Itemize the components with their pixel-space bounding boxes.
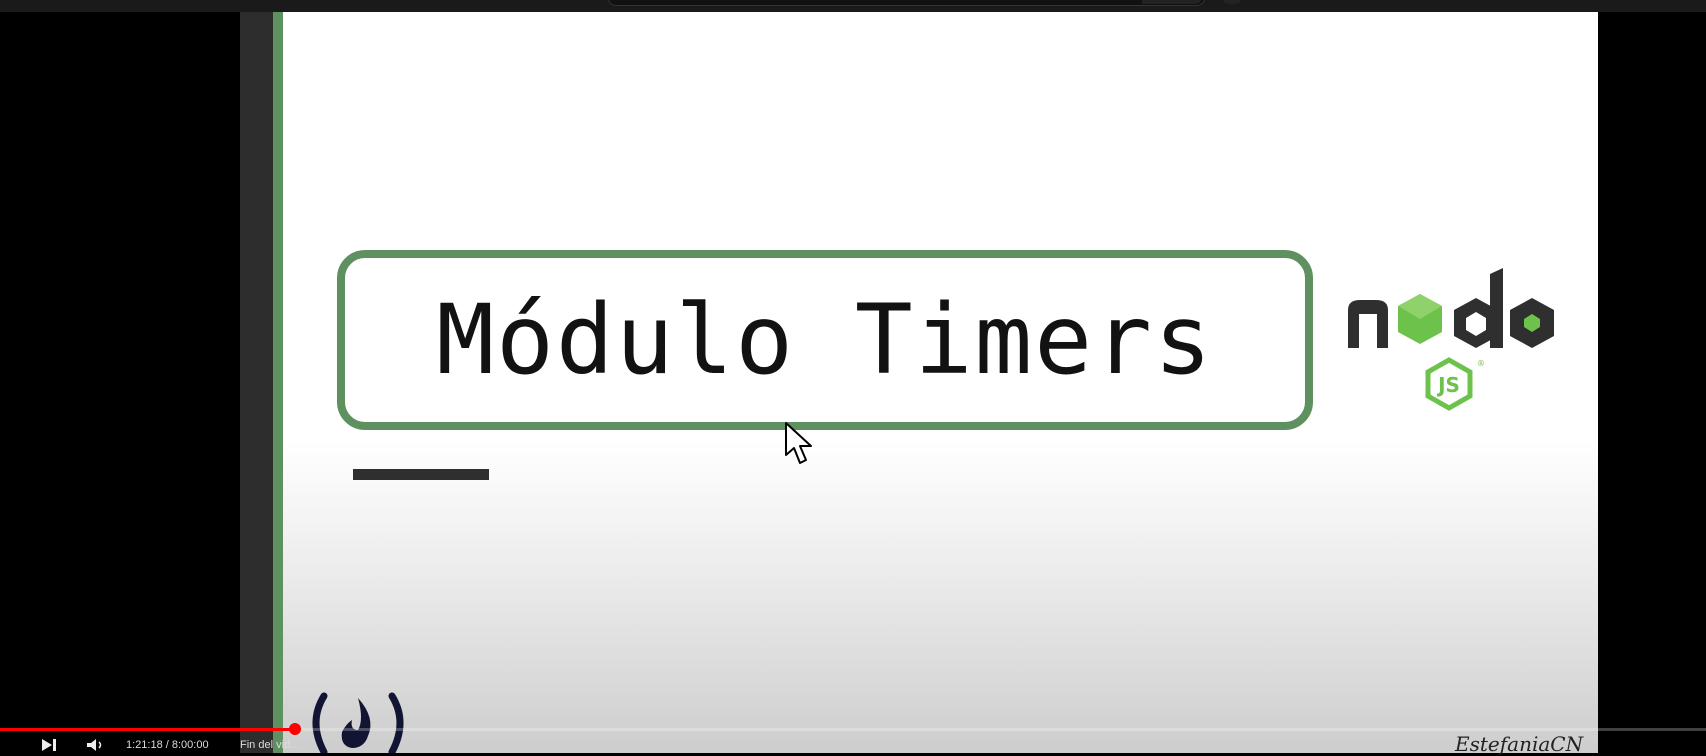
mouse-pointer-icon	[785, 422, 812, 464]
node-js-logo: JS ®	[1348, 268, 1554, 411]
search-button[interactable]	[1142, 0, 1202, 4]
freecodecamp-flame-icon	[312, 692, 404, 753]
time-display: 1:21:18 / 8:00:00	[126, 738, 209, 751]
svg-text:®: ®	[1477, 359, 1485, 368]
volume-icon[interactable]	[86, 736, 106, 753]
node-js-logo-js-text: JS	[1436, 373, 1460, 397]
slide-title: Módulo Timers	[436, 284, 1214, 396]
progress-bar[interactable]	[0, 723, 1706, 735]
title-underline-bar	[353, 469, 489, 480]
browser-top-strip	[0, 0, 1706, 12]
progress-scrubber-handle[interactable]	[289, 723, 302, 735]
chapter-label[interactable]: Fin del vid...	[240, 738, 300, 751]
signature: EstefaniaCN	[1455, 732, 1584, 756]
video-player[interactable]: Módulo Timers JS ®	[240, 12, 1598, 753]
slide-left-dark-band	[240, 12, 273, 753]
player-controls: 1:21:18 / 8:00:00 Fin del vid...	[0, 736, 1706, 753]
voice-search-button[interactable]	[1222, 0, 1242, 4]
progress-bar-fill	[0, 728, 296, 731]
slide-left-green-band	[273, 12, 283, 753]
slide-title-box: Módulo Timers	[337, 250, 1313, 430]
search-input[interactable]	[608, 0, 1205, 6]
skip-next-icon[interactable]	[40, 736, 58, 753]
